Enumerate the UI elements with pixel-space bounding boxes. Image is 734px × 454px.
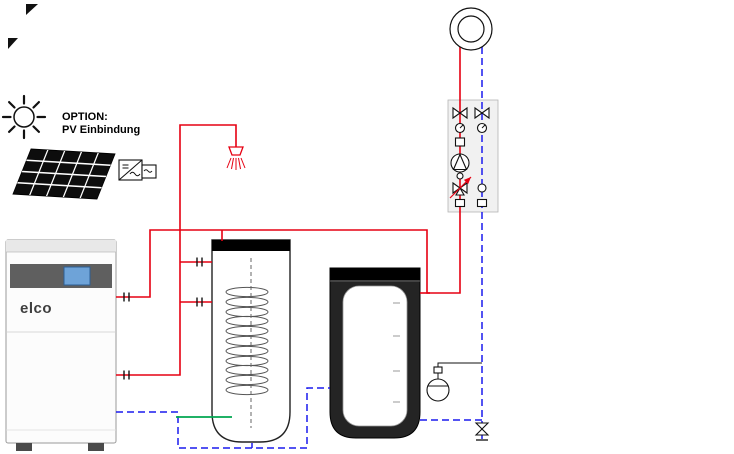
mixing-valve-icon: [452, 181, 461, 195]
flow-pipe-main: [116, 47, 461, 298]
drain-valve-icon: [474, 422, 490, 430]
buffer-tank-inner: [342, 285, 408, 427]
pv-option-line2: PV Einbindung: [62, 124, 140, 136]
thermometer-icon: [477, 183, 487, 193]
dhw-tank-body: [211, 239, 291, 443]
crop-mark: [8, 38, 18, 49]
heating-consumer-icon: [449, 7, 493, 51]
heat-pump-top-cap: [6, 240, 116, 252]
flow-pipe-coil-connections: [180, 261, 212, 303]
dhw-tank: [211, 239, 291, 443]
heat-pump: elco: [5, 239, 117, 451]
shower-spray: [226, 157, 246, 170]
pv-panel-icon: [12, 148, 116, 200]
thermometer-icon: [454, 122, 466, 134]
heat-pump-brand: elco: [20, 300, 52, 317]
isolation-valve-icon: [476, 198, 488, 208]
valve-actuator-icon: [456, 172, 464, 180]
inverter-icon: [118, 159, 157, 181]
pv-option-line1: OPTION:: [62, 111, 108, 123]
thermometer-icon: [476, 122, 488, 134]
flow-pipes: [116, 47, 461, 376]
return-pipe-heatpump-loop: [116, 387, 330, 449]
heat-pump-control-panel: [10, 264, 112, 288]
flow-pipe-dhw-riser: [116, 124, 237, 376]
vessel-valve-icon: [433, 366, 443, 374]
buffer-tank-cap: [330, 268, 420, 280]
sun-icon: [1, 94, 47, 140]
heating-circuit-group: [449, 106, 490, 208]
buffer-sensor-marks: [393, 302, 400, 403]
shower-icon: [226, 146, 246, 170]
crop-marks: [8, 4, 38, 49]
heat-pump-display: [63, 266, 91, 286]
pipe-unions: [123, 257, 203, 380]
shower-head: [228, 146, 244, 156]
expansion-vessel-group: [426, 362, 482, 402]
heating-consumer: [449, 7, 493, 51]
isolation-valve-icon: [454, 198, 466, 208]
heating-coil: [225, 286, 269, 396]
check-valve-icon: [454, 137, 466, 147]
crop-mark: [26, 4, 38, 15]
heat-pump-foot: [16, 443, 32, 451]
expansion-vessel-connection: [437, 362, 482, 379]
shutoff-valve-icon: [452, 106, 461, 120]
expansion-vessel-icon: [426, 378, 450, 402]
return-pipes: [116, 47, 483, 449]
pv-option-label: OPTION: PV Einbindung: [62, 111, 140, 136]
dhw-tank-cap: [212, 240, 290, 251]
buffer-tank: [329, 267, 421, 439]
heat-pump-foot: [88, 443, 104, 451]
shutoff-valve-icon: [474, 106, 483, 120]
drain-valve-group: [474, 422, 490, 441]
